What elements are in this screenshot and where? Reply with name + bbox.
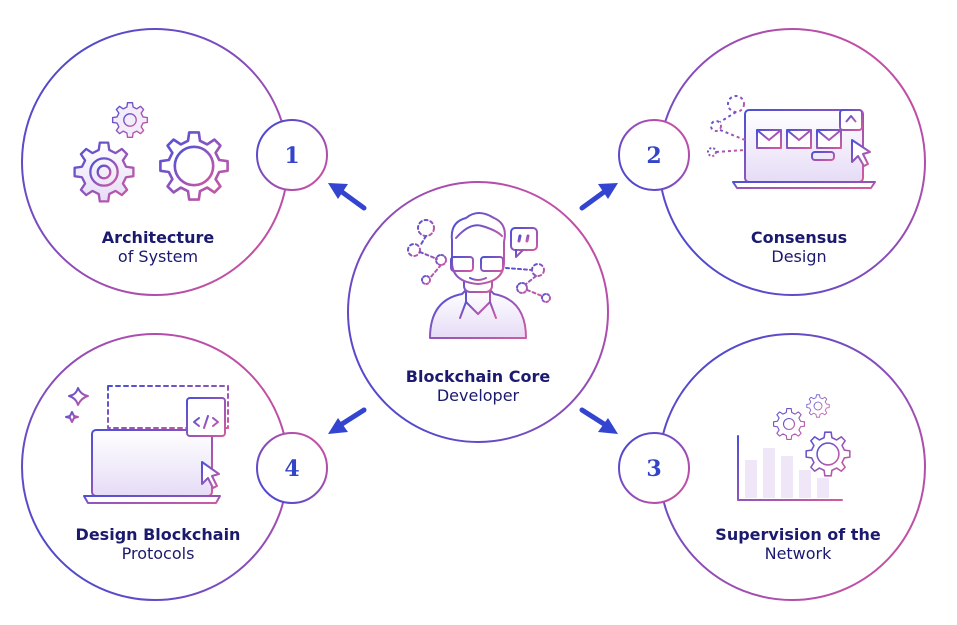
node-4-title: Design Blockchain [76,525,241,544]
node-1-subtitle: of System [118,247,198,266]
badge-2-number: 2 [646,143,661,169]
node-2-subtitle: Design [771,247,826,266]
node-3-title: Supervision of the [715,525,881,544]
center-title: Blockchain Core [406,367,551,386]
node-4-subtitle: Protocols [122,544,195,563]
arrow-to-node-1 [328,183,364,208]
center-subtitle: Developer [437,386,520,405]
badge-3-number: 3 [646,456,661,482]
node-1-title: Architecture [102,228,215,247]
node-3-subtitle: Network [765,544,833,563]
arrow-to-node-2 [582,183,618,208]
arrow-to-node-4 [328,410,364,434]
arrow-to-node-3 [582,410,618,434]
badge-1-number: 1 [284,143,299,169]
badge-4-number: 4 [284,456,299,482]
node-2-title: Consensus [751,228,847,247]
